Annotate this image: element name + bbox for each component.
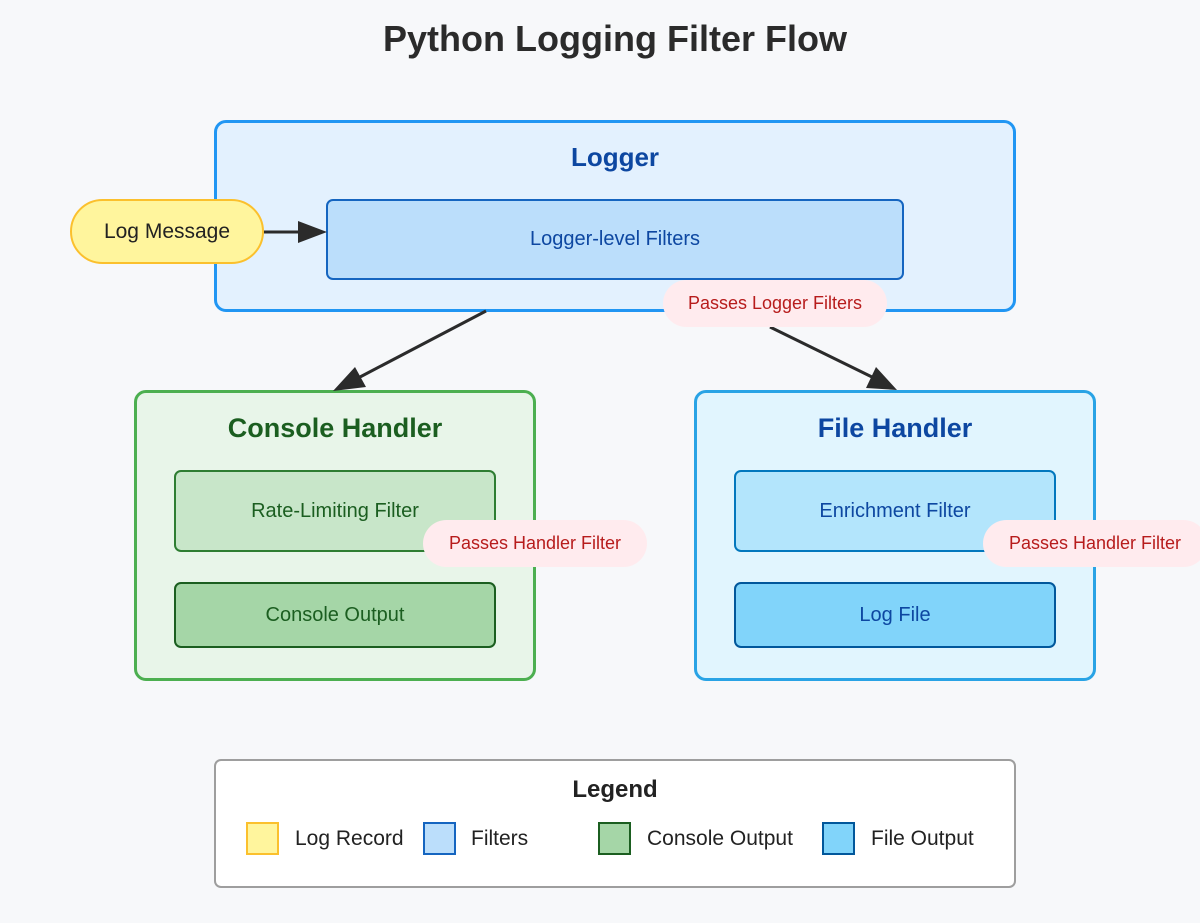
- legend-label-console-output: Console Output: [647, 827, 793, 850]
- logger-filters-box: Logger-level Filters: [326, 199, 904, 280]
- legend-swatch-console-output: [598, 822, 631, 855]
- legend-label-log-record: Log Record: [295, 827, 404, 850]
- console-output-box: Console Output: [174, 582, 496, 648]
- legend-swatch-filters: [423, 822, 456, 855]
- passes-file-handler-filter-label: Passes Handler Filter: [983, 520, 1200, 567]
- arrow-logger-to-file: [769, 325, 897, 390]
- legend-label-filters: Filters: [471, 827, 529, 850]
- log-message-node: Log Message: [70, 199, 264, 264]
- log-file-box: Log File: [734, 582, 1056, 648]
- passes-console-handler-filter-label: Passes Handler Filter: [423, 520, 647, 567]
- console-handler-title: Console Handler: [227, 413, 443, 443]
- logger-title: Logger: [570, 142, 660, 172]
- legend-label-file-output: File Output: [871, 827, 974, 850]
- legend-swatch-file-output: [822, 822, 855, 855]
- diagram-title: Python Logging Filter Flow: [383, 18, 847, 59]
- file-handler-title: File Handler: [817, 413, 973, 443]
- legend-swatch-log-record: [246, 822, 279, 855]
- arrow-message-to-logger: [264, 221, 327, 243]
- arrow-logger-to-console: [333, 309, 487, 391]
- passes-logger-filters-label: Passes Logger Filters: [663, 280, 887, 327]
- legend-title: Legend: [572, 776, 658, 803]
